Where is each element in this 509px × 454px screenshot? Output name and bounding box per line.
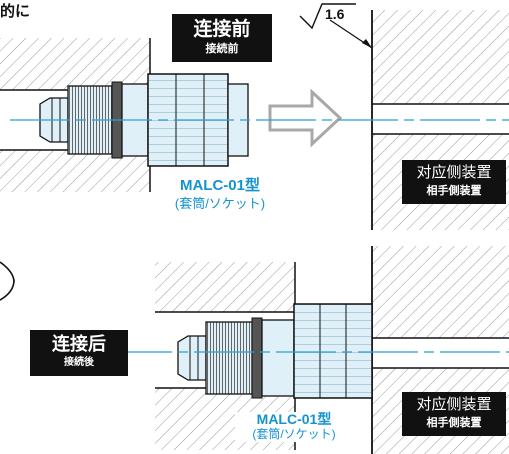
after-housing [155,262,296,450]
before-mate-name: 对应侧装置 [416,164,492,181]
surface-roughness-symbol [299,3,373,49]
after-title-label: 连接后 接続後 [30,330,128,376]
before-part-label: MALC-01型 (套筒/ソケット) [160,177,280,211]
after-mate-sub: 相手側装置 [426,416,482,429]
text-fragment: 的に [0,3,31,20]
left-edge-bracket [0,261,15,301]
before-subtitle: 接続前 [205,42,239,55]
before-part-sub: (套筒/ソケット) [174,195,266,211]
before-title-label: 连接前 接続前 [172,14,272,62]
after-socket [177,303,373,399]
after-mate-name: 对应侧装置 [416,396,492,413]
after-part-name: MALC-01型 [256,411,332,427]
after-mate-label: 对应侧装置 相手側装置 [402,392,506,436]
after-subtitle: 接続後 [64,356,94,368]
after-part-label: MALC-01型 (套筒/ソケット) [235,411,353,442]
before-part-name: MALC-01型 [179,177,260,194]
after-title: 连接后 [52,334,106,354]
after-part-sub: (套筒/ソケット) [252,427,336,442]
before-mate-sub: 相手側装置 [426,184,482,197]
insert-arrow-icon [268,88,343,148]
before-title: 连接前 [193,19,251,40]
roughness-value: 1.6 [325,6,345,22]
before-mate-label: 对应侧装置 相手側装置 [402,160,506,204]
before-housing [0,38,151,192]
